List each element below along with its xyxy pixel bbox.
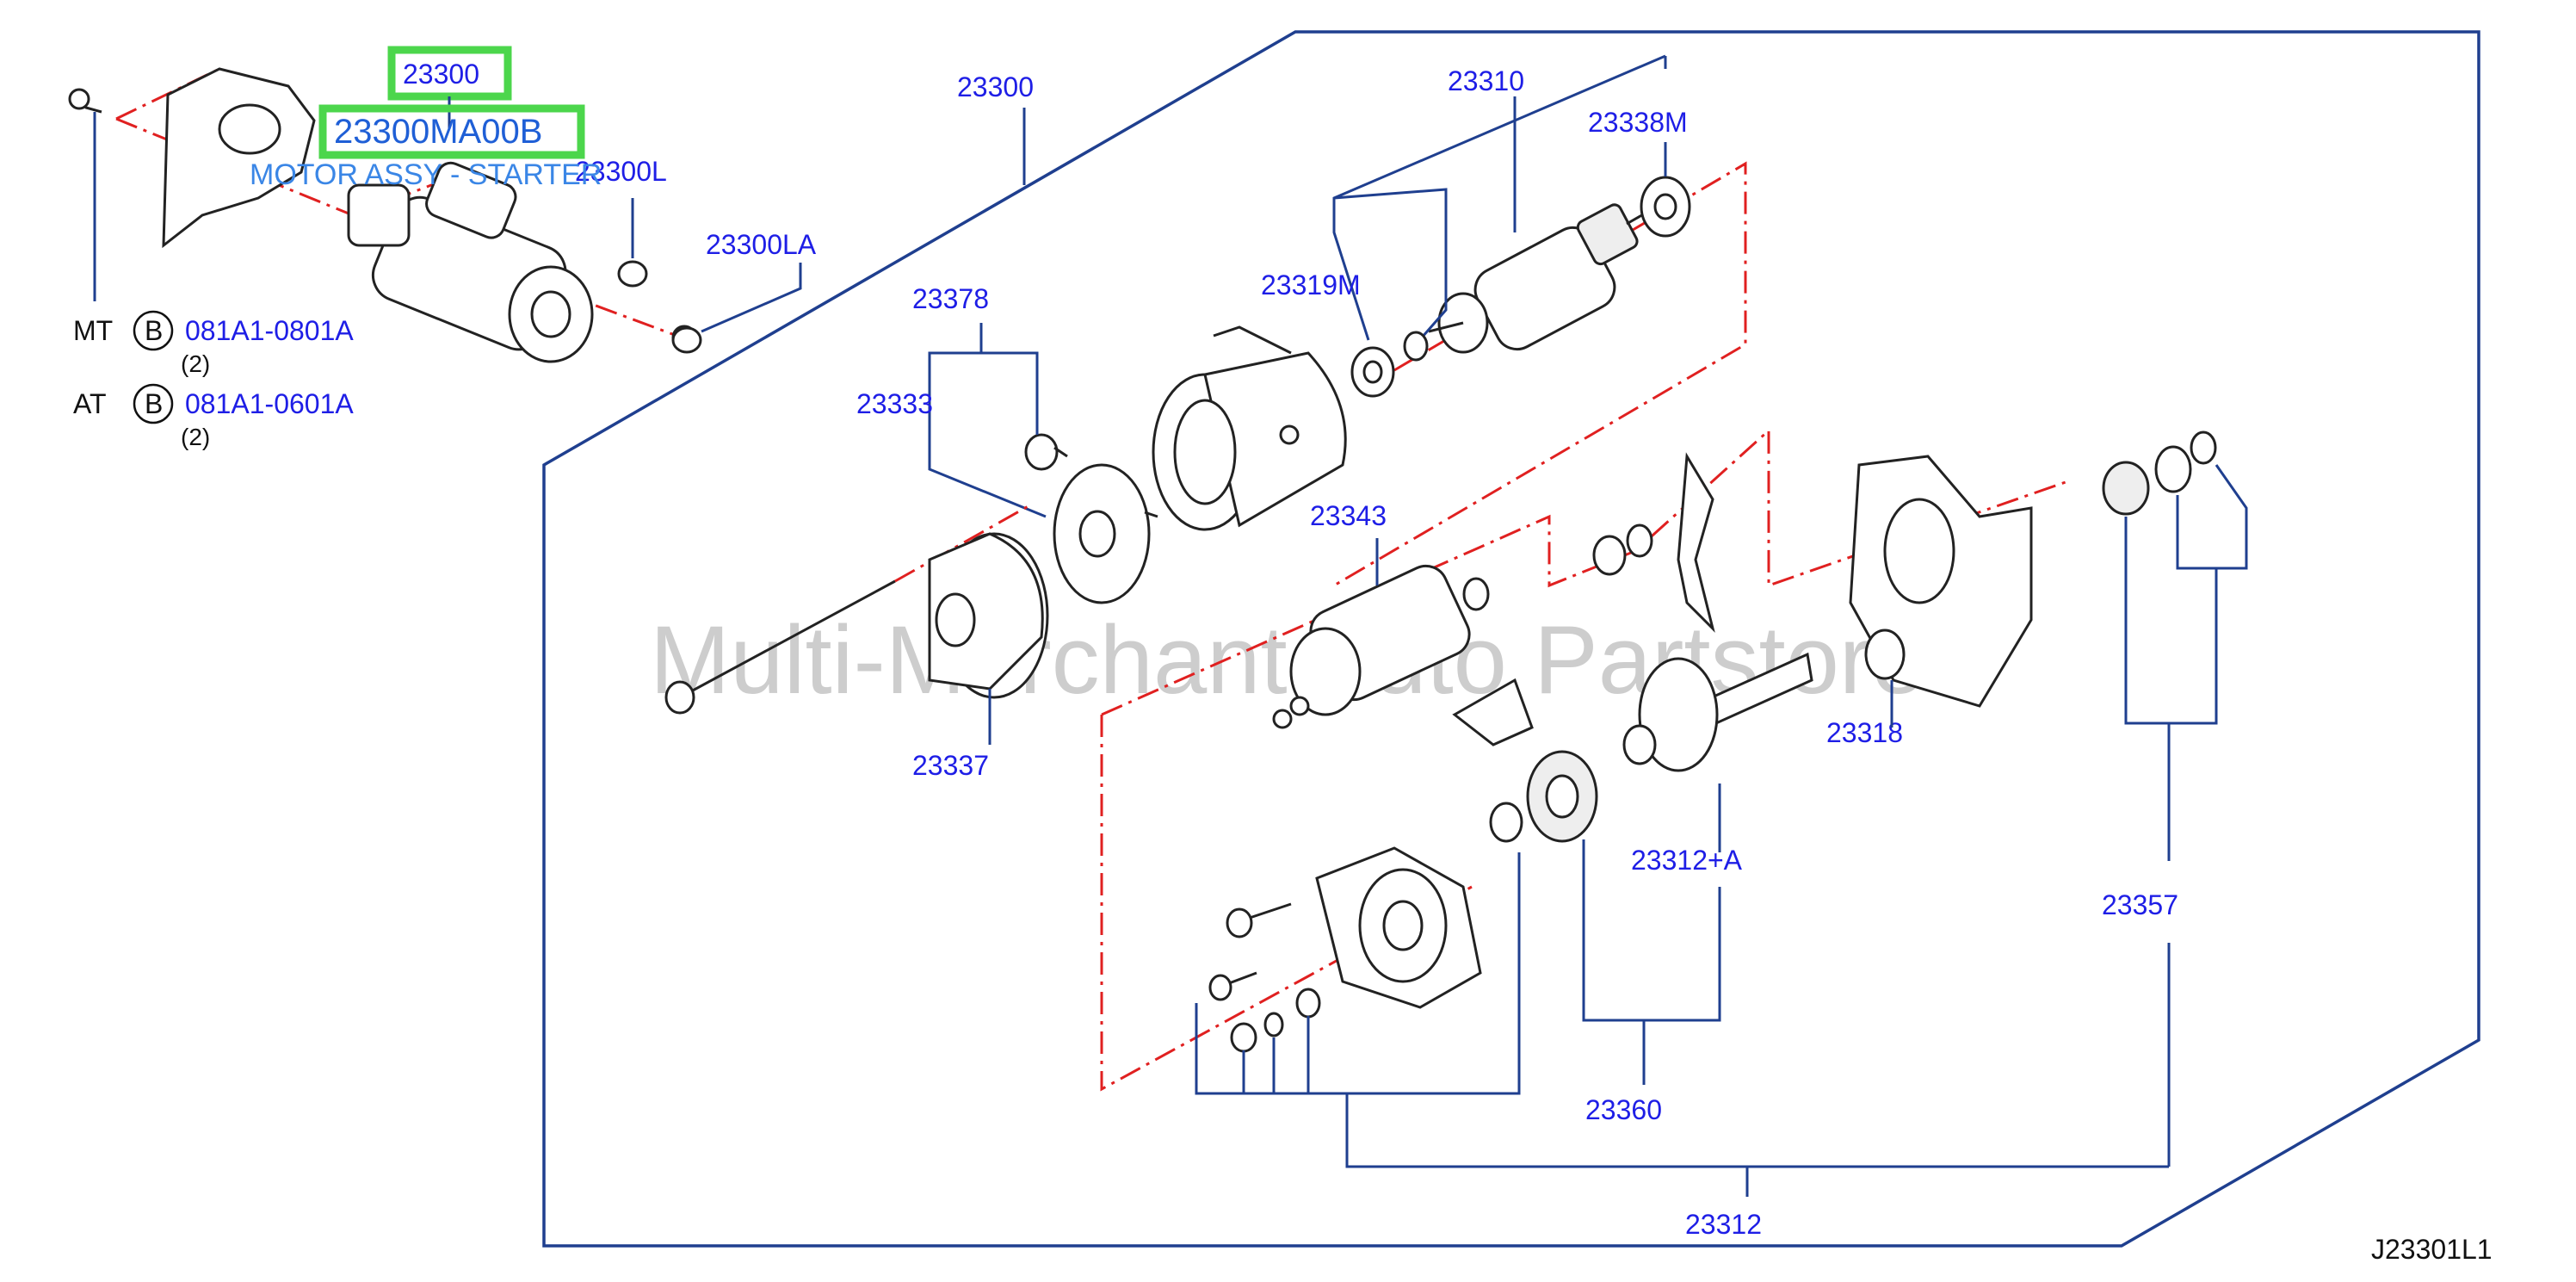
- bearing-23338M: [1640, 176, 1691, 238]
- bolt-trans: MT: [73, 315, 113, 346]
- solenoid-23343: [1272, 564, 1490, 729]
- label-23310[interactable]: 23310: [1448, 65, 1524, 96]
- reduction-gear: [1489, 750, 1598, 843]
- label-23319M[interactable]: 23319M: [1261, 269, 1361, 300]
- bolt-badge: B: [145, 315, 163, 346]
- bolt-qty: (2): [181, 350, 210, 377]
- nut-23300LA: [671, 263, 802, 354]
- leader-bracket-23357: [2124, 464, 2248, 725]
- label-23357[interactable]: 23357: [2102, 889, 2178, 920]
- label-23378[interactable]: 23378: [912, 283, 989, 314]
- nut-23300L: [617, 198, 648, 288]
- lever-bracket: [1452, 678, 1534, 746]
- selection-code[interactable]: 23300: [403, 59, 479, 90]
- assembly-frame: [542, 30, 2480, 1248]
- rear-cover-23337: [928, 532, 1049, 699]
- selection-description: MOTOR ASSY - STARTER: [250, 158, 602, 191]
- bolt-badge: B: [145, 388, 163, 419]
- bolt-part-number[interactable]: 081A1-0601A: [185, 388, 354, 419]
- center-housing: [1315, 846, 1482, 1009]
- leader-bracket-23312: [1345, 1093, 2169, 1197]
- label-23312[interactable]: 23312: [1685, 1209, 1762, 1240]
- bolt-part-number[interactable]: 081A1-0801A: [185, 315, 354, 346]
- label-23337[interactable]: 23337: [912, 750, 989, 781]
- through-bolt: [664, 502, 1034, 715]
- selection-part-number[interactable]: 23300MA00B: [334, 113, 542, 151]
- clutch-23312A: [1622, 652, 1813, 772]
- label-23312A[interactable]: 23312+A: [1631, 845, 1743, 876]
- label-23343[interactable]: 23343: [1310, 500, 1387, 531]
- label-23360[interactable]: 23360: [1585, 1094, 1662, 1125]
- bolt-badge-circle: [133, 383, 174, 424]
- leader-bracket-23360: [1582, 839, 1721, 1085]
- bolt-trans: AT: [73, 388, 107, 419]
- bearing-23319M: [1350, 331, 1429, 398]
- front-housing-23318: [1849, 455, 2033, 708]
- label-23318[interactable]: 23318: [1826, 717, 1903, 748]
- pinion-gear: [2102, 430, 2217, 516]
- label-23300[interactable]: 23300: [957, 71, 1034, 102]
- armature-23310: [1428, 203, 1658, 354]
- yoke-housing: [1152, 325, 1347, 531]
- brush-holder-23333: [1053, 463, 1158, 604]
- label-23300LA[interactable]: 23300LA: [706, 229, 817, 260]
- bolt-badge-circle: [133, 310, 174, 351]
- bolt-note-mt: MT B 081A1-0801A (2): [73, 310, 354, 377]
- bolt-note-at: AT B 081A1-0601A (2): [73, 383, 354, 450]
- starter-installed-illustration: [68, 67, 697, 363]
- small-bolts-washers: [1208, 902, 1321, 1053]
- leader-bracket-top: [1332, 54, 1667, 345]
- label-23300L[interactable]: 23300L: [575, 156, 667, 187]
- selection-part-box[interactable]: [318, 104, 585, 159]
- leader-bracket-small-parts: [1195, 852, 1521, 1095]
- label-23333[interactable]: 23333: [856, 388, 933, 419]
- brush-clip-23378: [1024, 433, 1068, 471]
- shift-lever: [1592, 452, 1715, 633]
- label-23338M[interactable]: 23338M: [1588, 107, 1688, 138]
- diagram-id: J23301L1: [2371, 1234, 2493, 1265]
- leader-23378-23333: [928, 323, 1047, 518]
- bolt-qty: (2): [181, 424, 210, 450]
